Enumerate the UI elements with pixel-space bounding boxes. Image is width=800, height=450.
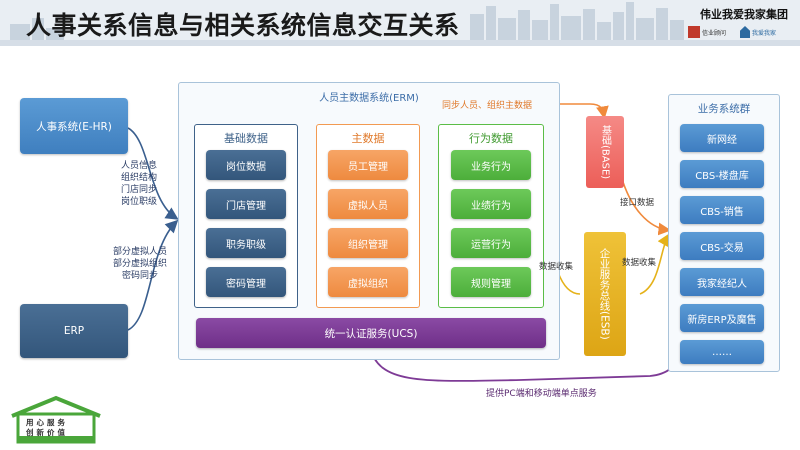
behavior-item-box[interactable]: 运营行为 bbox=[451, 228, 531, 258]
collect-left-label: 数据收集 bbox=[539, 262, 574, 272]
service-item[interactable]: 新房ERP及魔售 bbox=[680, 304, 764, 332]
behavior-item-box[interactable]: 业绩行为 bbox=[451, 189, 531, 219]
basic-data-title: 基础数据 bbox=[224, 132, 268, 145]
sso-label: 提供PC端和移动端单点服务 bbox=[486, 389, 597, 399]
erp-flow-note: 部分虚拟人员 部分虚拟组织 密码同步 bbox=[106, 246, 174, 282]
service-item[interactable]: 新网经 bbox=[680, 124, 764, 152]
erp-flow-line: 部分虚拟组织 bbox=[112, 259, 167, 269]
behavior-data-title: 行为数据 bbox=[469, 132, 513, 145]
consulting-logo-icon bbox=[688, 26, 700, 38]
ehr-flow-line: 岗位职级 bbox=[120, 197, 157, 207]
service-item[interactable]: 我家经纪人 bbox=[680, 268, 764, 296]
service-item[interactable]: …… bbox=[680, 340, 764, 364]
badge-line: 创新价值 bbox=[26, 428, 68, 437]
basic-item-box[interactable]: 门店管理 bbox=[206, 189, 286, 219]
company-logos: 信业顾问 我爱我家 bbox=[688, 24, 786, 40]
erp-system-box[interactable]: ERP bbox=[20, 304, 128, 358]
behavior-item-box[interactable]: 规则管理 bbox=[451, 267, 531, 297]
erp-flow-line: 密码同步 bbox=[121, 271, 158, 281]
interface-label: 接口数据 bbox=[620, 198, 655, 208]
house-badge-icon bbox=[11, 395, 101, 444]
master-data-title: 主数据 bbox=[351, 132, 385, 145]
services-title: 业务系统群 bbox=[697, 103, 751, 115]
skyline-banner bbox=[0, 0, 800, 46]
master-item-box[interactable]: 虚拟组织 bbox=[328, 267, 408, 297]
esb-box[interactable]: 企业服务总线(ESB) bbox=[584, 232, 626, 356]
basic-item-box[interactable]: 职务职级 bbox=[206, 228, 286, 258]
service-item[interactable]: CBS-销售 bbox=[680, 196, 764, 224]
erm-title: 人员主数据系统(ERM) bbox=[319, 93, 419, 104]
ehr-flow-line: 组织结构 bbox=[120, 173, 157, 183]
page-title: 人事关系信息与相关系统信息交互关系 bbox=[26, 11, 460, 40]
base-box[interactable]: 基础(BASE) bbox=[586, 116, 624, 188]
house-logo-icon bbox=[740, 26, 750, 38]
ucs-bar[interactable]: 统一认证服务(UCS) bbox=[196, 318, 546, 348]
basic-item-box[interactable]: 密码管理 bbox=[206, 267, 286, 297]
ehr-flow-line: 人员信息 bbox=[120, 161, 157, 171]
master-item-box[interactable]: 组织管理 bbox=[328, 228, 408, 258]
base-label: 基础(BASE) bbox=[599, 124, 611, 180]
master-item-box[interactable]: 员工管理 bbox=[328, 150, 408, 180]
service-item[interactable]: CBS-交易 bbox=[680, 232, 764, 260]
consulting-logo-text: 信业顾问 bbox=[702, 29, 727, 37]
service-item[interactable]: CBS-楼盘库 bbox=[680, 160, 764, 188]
behavior-item-box[interactable]: 业务行为 bbox=[451, 150, 531, 180]
sync-label: 同步人员、组织主数据 bbox=[442, 101, 533, 111]
collect-right-label: 数据收集 bbox=[622, 258, 657, 268]
5i5j-logo-text: 我爱我家 bbox=[752, 29, 777, 37]
ehr-flow-line: 门店同步 bbox=[120, 185, 157, 195]
5i5j-logo: 我爱我家 bbox=[740, 25, 784, 39]
esb-label: 企业服务总线(ESB) bbox=[598, 248, 611, 340]
ehr-system-box[interactable]: 人事系统(E-HR) bbox=[20, 98, 128, 154]
basic-item-box[interactable]: 岗位数据 bbox=[206, 150, 286, 180]
company-name: 伟业我爱我家集团 bbox=[700, 8, 788, 21]
badge-text: 用心服务 创新价值 bbox=[26, 418, 68, 438]
ehr-flow-note: 人员信息 组织结构 门店同步 岗位职级 bbox=[110, 160, 168, 208]
erp-flow-line: 部分虚拟人员 bbox=[112, 247, 167, 257]
master-item-box[interactable]: 虚拟人员 bbox=[328, 189, 408, 219]
consulting-logo: 信业顾问 bbox=[688, 25, 734, 39]
badge-line: 用心服务 bbox=[26, 418, 68, 427]
